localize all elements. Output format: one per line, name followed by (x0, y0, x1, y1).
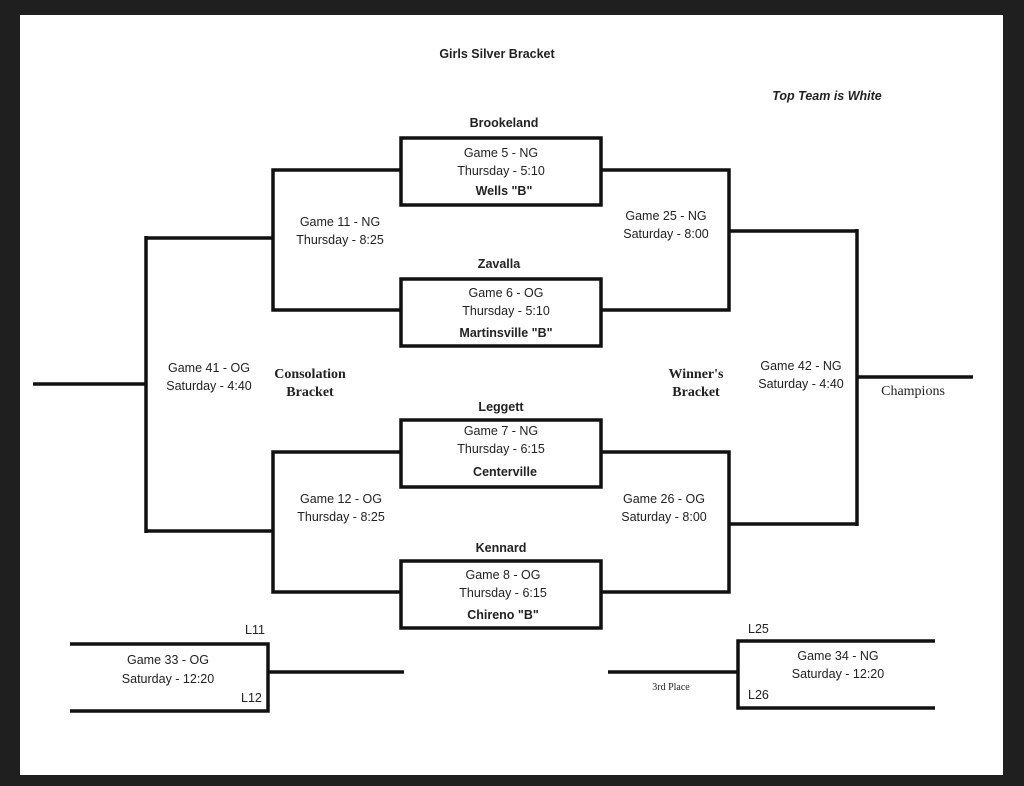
game-42-time: Saturday - 4:40 (758, 377, 844, 391)
game-33-bracket (70, 642, 270, 713)
game-5-time: Thursday - 5:10 (457, 164, 545, 178)
game-6-name: Game 6 - OG (468, 286, 544, 300)
game-34-name: Game 34 - NG (797, 649, 879, 663)
bracket-sheet (20, 15, 1003, 775)
game-26-name: Game 26 - OG (623, 492, 705, 506)
third-place-label: 3rd Place (652, 682, 690, 693)
game-7-bottom-team: Centerville (473, 465, 537, 479)
game-6-bottom-team: Martinsville "B" (459, 326, 553, 340)
winners-bracket-label: Winner's Bracket (668, 367, 724, 400)
game-7-top-team: Leggett (478, 400, 524, 414)
game-11-name: Game 11 - NG (299, 215, 381, 229)
game-8-box (399, 559, 603, 630)
game-25-name: Game 25 - NG (625, 209, 707, 223)
game-11-time: Thursday - 8:25 (296, 233, 384, 247)
game-12-time: Thursday - 8:25 (297, 510, 385, 524)
game-25-time: Saturday - 8:00 (623, 227, 709, 241)
game-5-top-team: Brookeland (469, 116, 539, 130)
game-33-time: Saturday - 12:20 (121, 672, 215, 686)
game-8-top-team: Kennard (475, 541, 527, 555)
game-34-top-team: L25 (748, 622, 769, 636)
game-12-bracket (271, 450, 401, 594)
game-33-top-team: L11 (245, 623, 265, 637)
game-26-time: Saturday - 8:00 (621, 510, 707, 524)
game-8-bottom-team: Chireno "B" (467, 608, 539, 622)
game-41-name: Game 41 - OG (168, 361, 250, 375)
game-6-top-team: Zavalla (477, 257, 521, 271)
game-5-bottom-team: Wells "B" (475, 184, 533, 198)
game-8-name: Game 8 - OG (465, 568, 541, 582)
game-12-name: Game 12 - OG (300, 492, 382, 506)
game-34-time: Saturday - 12:20 (791, 667, 885, 681)
game-8-time: Thursday - 6:15 (459, 586, 547, 600)
game-7-name: Game 7 - NG (463, 424, 539, 438)
game-42-name: Game 42 - NG (760, 359, 842, 373)
game-34-bracket (736, 639, 935, 710)
game-26-bracket (601, 450, 731, 594)
game-11-bracket (271, 168, 401, 312)
game-5-name: Game 5 - NG (463, 146, 539, 160)
game-41-time: Saturday - 4:40 (166, 379, 252, 393)
game-34-bottom-team: L26 (748, 688, 769, 702)
game-33-bottom-team: L12 (241, 691, 262, 705)
game-6-time: Thursday - 5:10 (462, 304, 550, 318)
page-title: Girls Silver Bracket (439, 47, 555, 61)
top-team-note: Top Team is White (772, 89, 882, 103)
game-33-name: Game 33 - OG (127, 653, 209, 667)
game-25-bracket (601, 168, 731, 312)
consolation-bracket-label: Consolation Bracket (274, 367, 346, 400)
game-7-time: Thursday - 6:15 (457, 442, 545, 456)
game-6-box (399, 277, 603, 348)
champions-label: Champions (881, 384, 945, 399)
